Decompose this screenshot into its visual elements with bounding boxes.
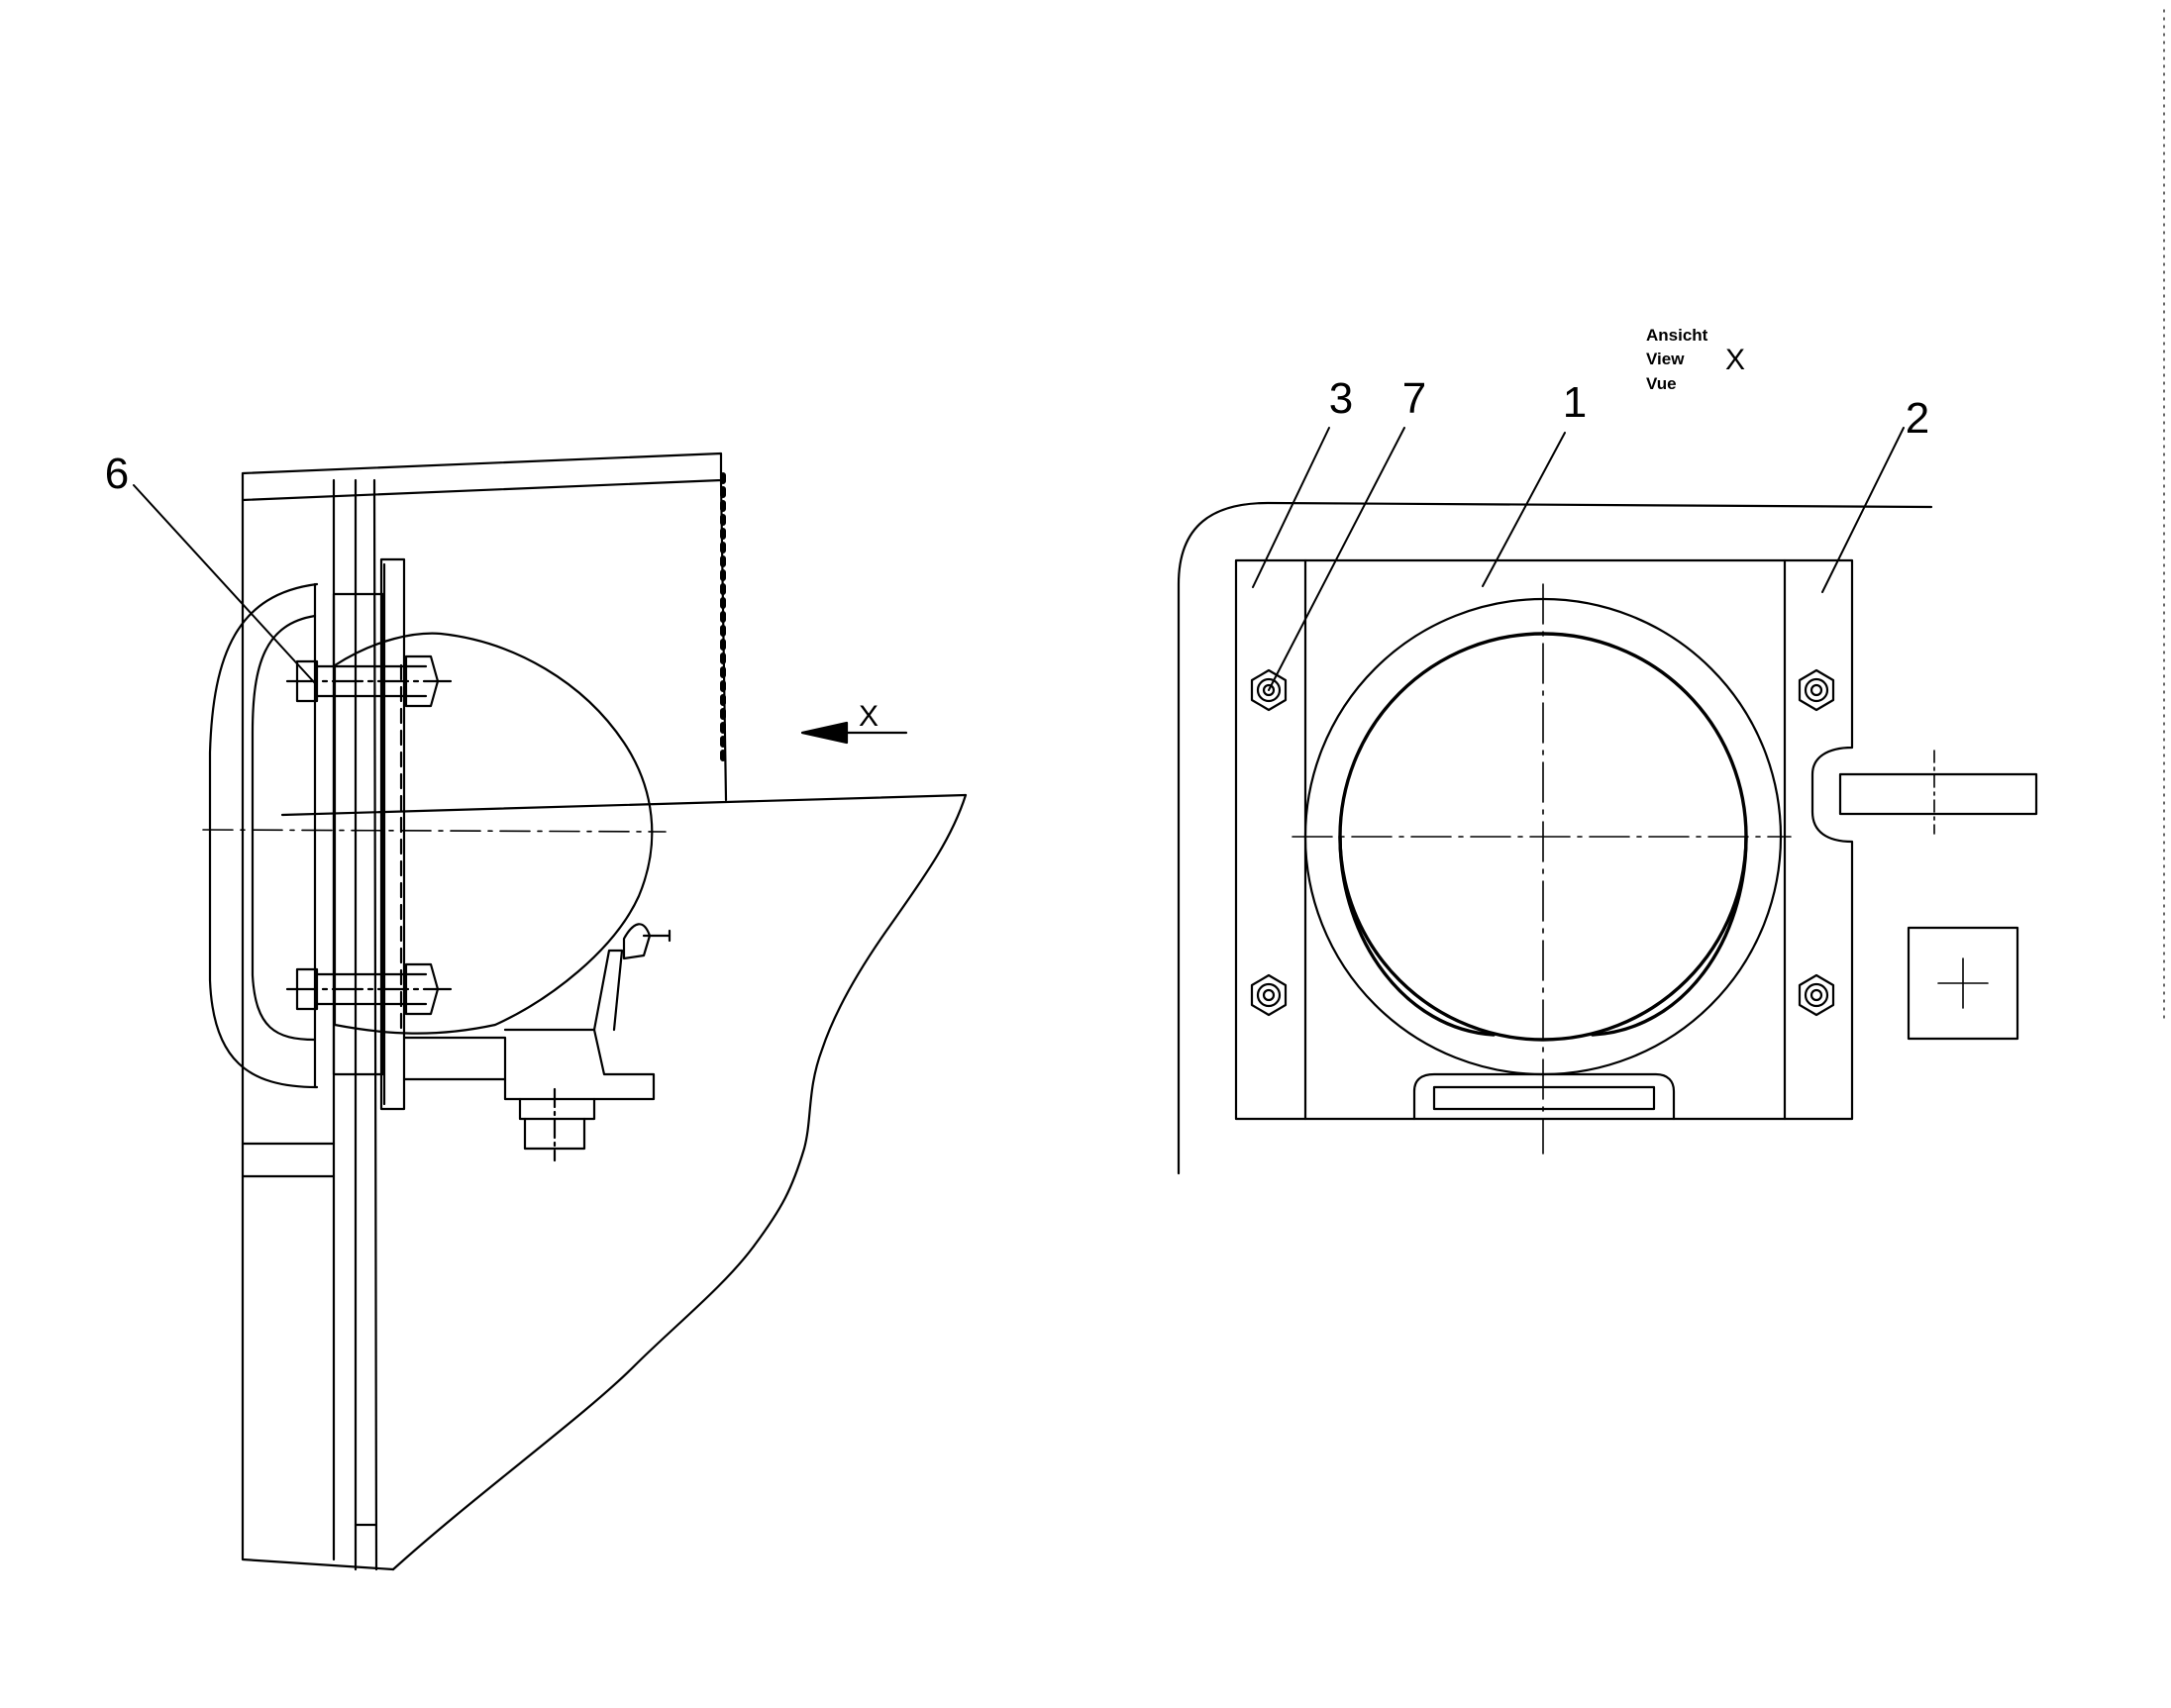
view-title-fr: Vue: [1646, 374, 1677, 393]
view-direction-label: X: [859, 700, 879, 733]
callout-6-label: 6: [105, 450, 129, 498]
view-title: Ansicht View Vue X: [1646, 326, 1745, 393]
callout-7-label: 7: [1402, 374, 1426, 423]
callout-6: 6: [105, 450, 316, 684]
callout-7: 7: [1268, 374, 1426, 691]
front-view: Ansicht View Vue X: [1177, 326, 2038, 1175]
nut-bottom-right: [1798, 973, 1835, 1017]
callout-2: 2: [1821, 394, 1929, 593]
upper-bolt: [285, 654, 453, 708]
side-center-line: [202, 829, 667, 833]
callout-2-label: 2: [1906, 394, 1929, 443]
cab-wall: [241, 452, 968, 1571]
view-title-de: Ansicht: [1646, 326, 1708, 345]
side-bar: [1838, 750, 2038, 835]
callout-3-label: 3: [1329, 374, 1353, 423]
front-center-lines: [1292, 583, 1792, 1155]
bracket-plate: [1234, 558, 1854, 1121]
callout-1: 1: [1482, 378, 1587, 587]
cab-outline: [1177, 501, 1933, 1175]
view-title-en: View: [1646, 350, 1685, 368]
callout-1-label: 1: [1563, 378, 1587, 427]
view-direction-arrow: X: [800, 700, 908, 745]
nut-top-left: [1250, 668, 1288, 712]
grab-handle: [208, 582, 319, 1089]
mounting-plate: [332, 557, 406, 1111]
nut-bottom-left: [1250, 973, 1288, 1017]
lower-bolt: [285, 962, 453, 1016]
lamp-bracket: [402, 923, 672, 1162]
nut-top-right: [1798, 668, 1835, 712]
view-title-letter: X: [1725, 344, 1745, 376]
lamp-housing: [333, 632, 654, 1037]
side-block: [1907, 926, 2019, 1041]
side-view: X 6: [105, 450, 968, 1571]
callout-3: 3: [1252, 374, 1353, 588]
